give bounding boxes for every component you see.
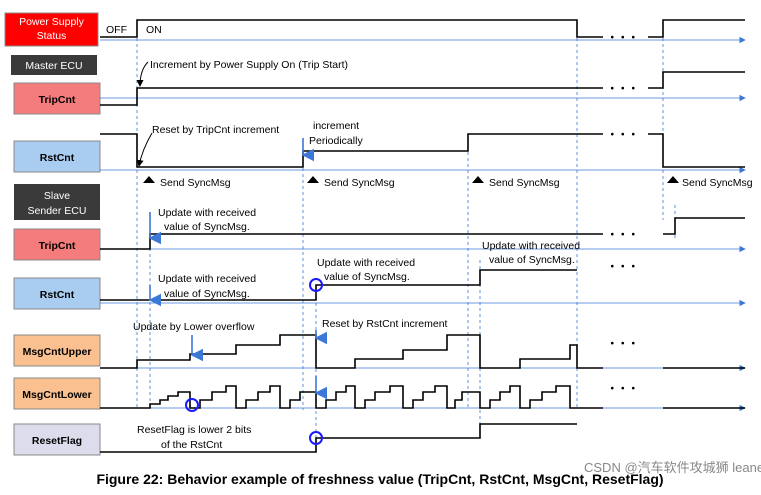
label-msgcntupper: MsgCntUpper xyxy=(23,346,92,358)
note-resetflag-2: of the RstCnt xyxy=(161,439,222,451)
row-labels: Power Supply Status Master ECU TripCnt R… xyxy=(4,12,101,456)
dots-lower: ・・・ xyxy=(607,383,639,395)
row-axes xyxy=(100,36,746,412)
send-syncmsg-4: Send SyncMsg xyxy=(682,177,753,189)
label-slave-rstcnt: RstCnt xyxy=(40,289,75,301)
note-update-slave-trip-1: Update with received xyxy=(158,207,256,219)
label-resetflag: ResetFlag xyxy=(32,435,82,447)
note-update-rst-1b: value of SyncMsg. xyxy=(164,288,250,300)
note-update-rst-2b: value of SyncMsg. xyxy=(324,271,410,283)
note-update-rst-3a: Update with received xyxy=(482,240,580,252)
label-master-tripcnt: TripCnt xyxy=(39,94,76,106)
dots-slave-rst: ・・・ xyxy=(607,261,639,273)
state-on: ON xyxy=(146,24,162,36)
wave-msgcntupper xyxy=(100,334,745,369)
annotation-pointers xyxy=(136,61,153,167)
wave-power-supply xyxy=(100,19,745,38)
wave-resetflag xyxy=(100,423,577,453)
label-slave-tripcnt: TripCnt xyxy=(39,240,76,252)
state-off: OFF xyxy=(106,24,127,36)
label-master-ecu: Master ECU xyxy=(25,60,82,72)
wave-slave-rstcnt xyxy=(100,269,577,301)
note-reset-by-rstcnt: Reset by RstCnt increment xyxy=(322,318,448,330)
note-increment-power-on: Increment by Power Supply On (Trip Start… xyxy=(150,59,348,71)
note-periodically: Periodically xyxy=(309,135,363,147)
waveforms xyxy=(100,19,745,453)
wave-master-rstcnt xyxy=(100,133,745,168)
label-slave-line2: Sender ECU xyxy=(28,205,87,217)
wave-msgcntlower xyxy=(100,385,745,409)
send-syncmsg-1: Send SyncMsg xyxy=(160,177,231,189)
label-msgcntlower: MsgCntLower xyxy=(22,389,91,401)
dots-slave-trip: ・・・ xyxy=(607,229,639,241)
figure-caption: Figure 22: Behavior example of freshness… xyxy=(96,471,663,487)
note-update-rst-2a: Update with received xyxy=(317,257,415,269)
note-increment: increment xyxy=(313,120,359,132)
label-power-supply-line2: Status xyxy=(37,30,67,42)
label-master-rstcnt: RstCnt xyxy=(40,152,75,164)
dots-master-trip: ・・・ xyxy=(607,83,639,95)
dots-master-rst: ・・・ xyxy=(607,129,639,141)
note-update-rst-3b: value of SyncMsg. xyxy=(489,254,575,266)
dots-power: ・・・ xyxy=(607,32,639,44)
label-power-supply-line1: Power Supply xyxy=(19,16,85,28)
note-resetflag-1: ResetFlag is lower 2 bits xyxy=(137,424,251,436)
label-slave-line1: Slave xyxy=(44,190,70,202)
send-syncmsg-2: Send SyncMsg xyxy=(324,177,395,189)
send-syncmsg-3: Send SyncMsg xyxy=(489,177,560,189)
sync-triangles xyxy=(143,176,679,183)
sync-markers xyxy=(185,278,323,445)
event-arrows xyxy=(148,138,328,400)
note-update-rst-1a: Update with received xyxy=(158,273,256,285)
dots-upper: ・・・ xyxy=(607,338,639,350)
note-reset-by-tripcnt: Reset by TripCnt increment xyxy=(152,124,279,136)
note-update-slave-trip-2: value of SyncMsg. xyxy=(164,221,250,233)
note-update-lower-overflow: Update by Lower overflow xyxy=(133,321,255,333)
watermark: CSDN @汽车软件攻城狮 leaner xyxy=(584,460,761,475)
wave-master-tripcnt xyxy=(100,71,745,106)
